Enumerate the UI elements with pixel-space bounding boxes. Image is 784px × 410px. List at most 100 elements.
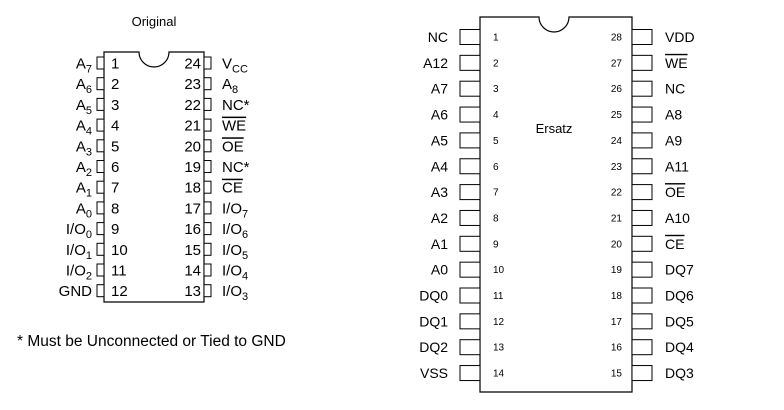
ersatz-pin-label-a1: A1 bbox=[431, 236, 448, 252]
ersatz-pin-number: 4 bbox=[493, 110, 499, 121]
original-pin-label-base: I/O bbox=[66, 221, 86, 238]
original-pin-21: 21 WE bbox=[184, 118, 246, 135]
original-pin-label-subscript: 6 bbox=[242, 229, 248, 241]
original-pin-label-base: A bbox=[76, 118, 86, 135]
ersatz-pin-1: 1NC bbox=[428, 29, 499, 45]
original-pin-label: A2 bbox=[76, 159, 92, 179]
original-pin-label-base: A bbox=[76, 76, 86, 93]
ersatz-pin-number: 9 bbox=[493, 239, 499, 250]
original-pin-label-subscript: 0 bbox=[86, 208, 92, 220]
ersatz-pin-label-a3: A3 bbox=[431, 184, 448, 200]
original-pin-label: A3 bbox=[76, 138, 92, 158]
ersatz-pin-number: 27 bbox=[611, 58, 623, 69]
ersatz-pin-stub bbox=[459, 29, 481, 45]
original-pin-stub bbox=[203, 160, 212, 173]
original-pin-label-base: I/O bbox=[222, 221, 242, 238]
ersatz-pin-number: 1 bbox=[493, 33, 499, 44]
ersatz-pin-9: 9 A1 bbox=[431, 235, 499, 252]
ersatz-chip-body bbox=[479, 16, 633, 393]
ersatz-pin-label-a10: A10 bbox=[665, 210, 690, 226]
ersatz-pin-stub bbox=[459, 339, 481, 356]
original-pin-label-base: I/O bbox=[222, 283, 242, 300]
ersatz-pin-number: 17 bbox=[611, 317, 623, 328]
original-pin-label: I/O2 bbox=[66, 263, 92, 283]
original-pin-stub bbox=[96, 160, 105, 173]
original-pin-label: CE bbox=[222, 180, 243, 197]
ersatz-pin-label-a5: A5 bbox=[431, 132, 448, 148]
original-pin-number: 4 bbox=[111, 118, 119, 135]
original-pin-stub bbox=[96, 77, 105, 91]
ersatz-pin-label-dq7: DQ7 bbox=[665, 262, 694, 278]
ersatz-pin-label-nc: NC bbox=[665, 81, 685, 97]
original-pin-stub bbox=[96, 180, 105, 194]
original-pin-1: 1A7 bbox=[76, 56, 119, 76]
original-pin-number: 13 bbox=[184, 283, 201, 300]
ersatz-pin-list: 1NC2A123A74A65A56A47A38A29A110A011DQ012D… bbox=[419, 29, 695, 382]
ersatz-pin-stub bbox=[631, 313, 653, 330]
original-pin-number: 21 bbox=[184, 118, 201, 135]
original-pin-number: 12 bbox=[111, 283, 128, 300]
ersatz-pin-stub bbox=[459, 132, 481, 149]
original-pin-number: 19 bbox=[184, 159, 201, 176]
original-pin-5: 5A3 bbox=[76, 138, 119, 158]
original-pin-stub bbox=[203, 56, 212, 70]
ersatz-label: Ersatz bbox=[536, 121, 573, 136]
original-pin-6: 6A2 bbox=[76, 159, 119, 179]
ersatz-pin-number: 2 bbox=[493, 58, 499, 69]
original-pin-label: I/O1 bbox=[66, 242, 92, 262]
ersatz-pin-number: 10 bbox=[493, 265, 505, 276]
original-pin-stub bbox=[96, 139, 105, 153]
original-pin-label: A6 bbox=[76, 76, 92, 96]
original-pin-label-subscript: 5 bbox=[86, 105, 92, 117]
original-pin-label-subscript: 3 bbox=[86, 146, 92, 158]
original-pin-label-subscript: 8 bbox=[232, 84, 238, 96]
ersatz-pin-number: 14 bbox=[493, 369, 505, 380]
ersatz-pin-number: 19 bbox=[611, 265, 623, 276]
original-pin-stub bbox=[203, 118, 212, 132]
original-pin-label: I/O5 bbox=[222, 242, 248, 262]
original-pin-label-base: GND bbox=[59, 283, 93, 300]
original-pin-label: I/O3 bbox=[222, 283, 248, 303]
ersatz-pin-stub bbox=[459, 365, 481, 382]
original-pin-label-base: I/O bbox=[222, 200, 242, 217]
original-pin-stub bbox=[203, 180, 212, 194]
original-pin-label-subscript: 3 bbox=[242, 291, 248, 303]
original-pin-number: 16 bbox=[184, 221, 201, 238]
original-pin-label-subscript: 1 bbox=[86, 250, 92, 262]
original-pin-label-base: V bbox=[222, 56, 232, 73]
ersatz-pin-label-a0: A0 bbox=[431, 262, 448, 278]
original-pin-4: 4A4 bbox=[76, 118, 119, 138]
original-pin-label-base: I/O bbox=[222, 242, 242, 259]
ersatz-pin-label-vdd: VDD bbox=[665, 29, 695, 45]
ersatz-pin-number: 15 bbox=[611, 369, 623, 380]
original-pin-label-subscript: 0 bbox=[86, 229, 92, 241]
original-chip-diagram: Original 1A72A63A54A45A36A27A18A09I/O010… bbox=[17, 14, 286, 350]
ersatz-pin-stub bbox=[631, 29, 653, 45]
original-pin-label-subscript: CC bbox=[232, 64, 248, 76]
ersatz-pin-label-vss: VSS bbox=[420, 365, 448, 381]
ersatz-pin-stub bbox=[631, 209, 653, 226]
ersatz-pin-6: 6A4 bbox=[431, 158, 499, 175]
original-pin-stub bbox=[203, 201, 212, 215]
original-pin-number: 3 bbox=[111, 97, 119, 114]
original-pin-stub bbox=[96, 201, 105, 215]
original-pin-label-base: I/O bbox=[66, 263, 86, 280]
original-pin-label-subscript: 2 bbox=[86, 271, 92, 283]
original-pin-2: 2A6 bbox=[76, 76, 119, 96]
original-pin-stub bbox=[96, 284, 105, 298]
original-pin-label: A0 bbox=[76, 200, 92, 220]
ersatz-pin-number: 28 bbox=[611, 33, 623, 44]
ersatz-chip-diagram: Ersatz 1NC2A123A74A65A56A47A38A29A110A01… bbox=[419, 16, 695, 393]
original-pin-label-base: WE bbox=[222, 118, 246, 135]
